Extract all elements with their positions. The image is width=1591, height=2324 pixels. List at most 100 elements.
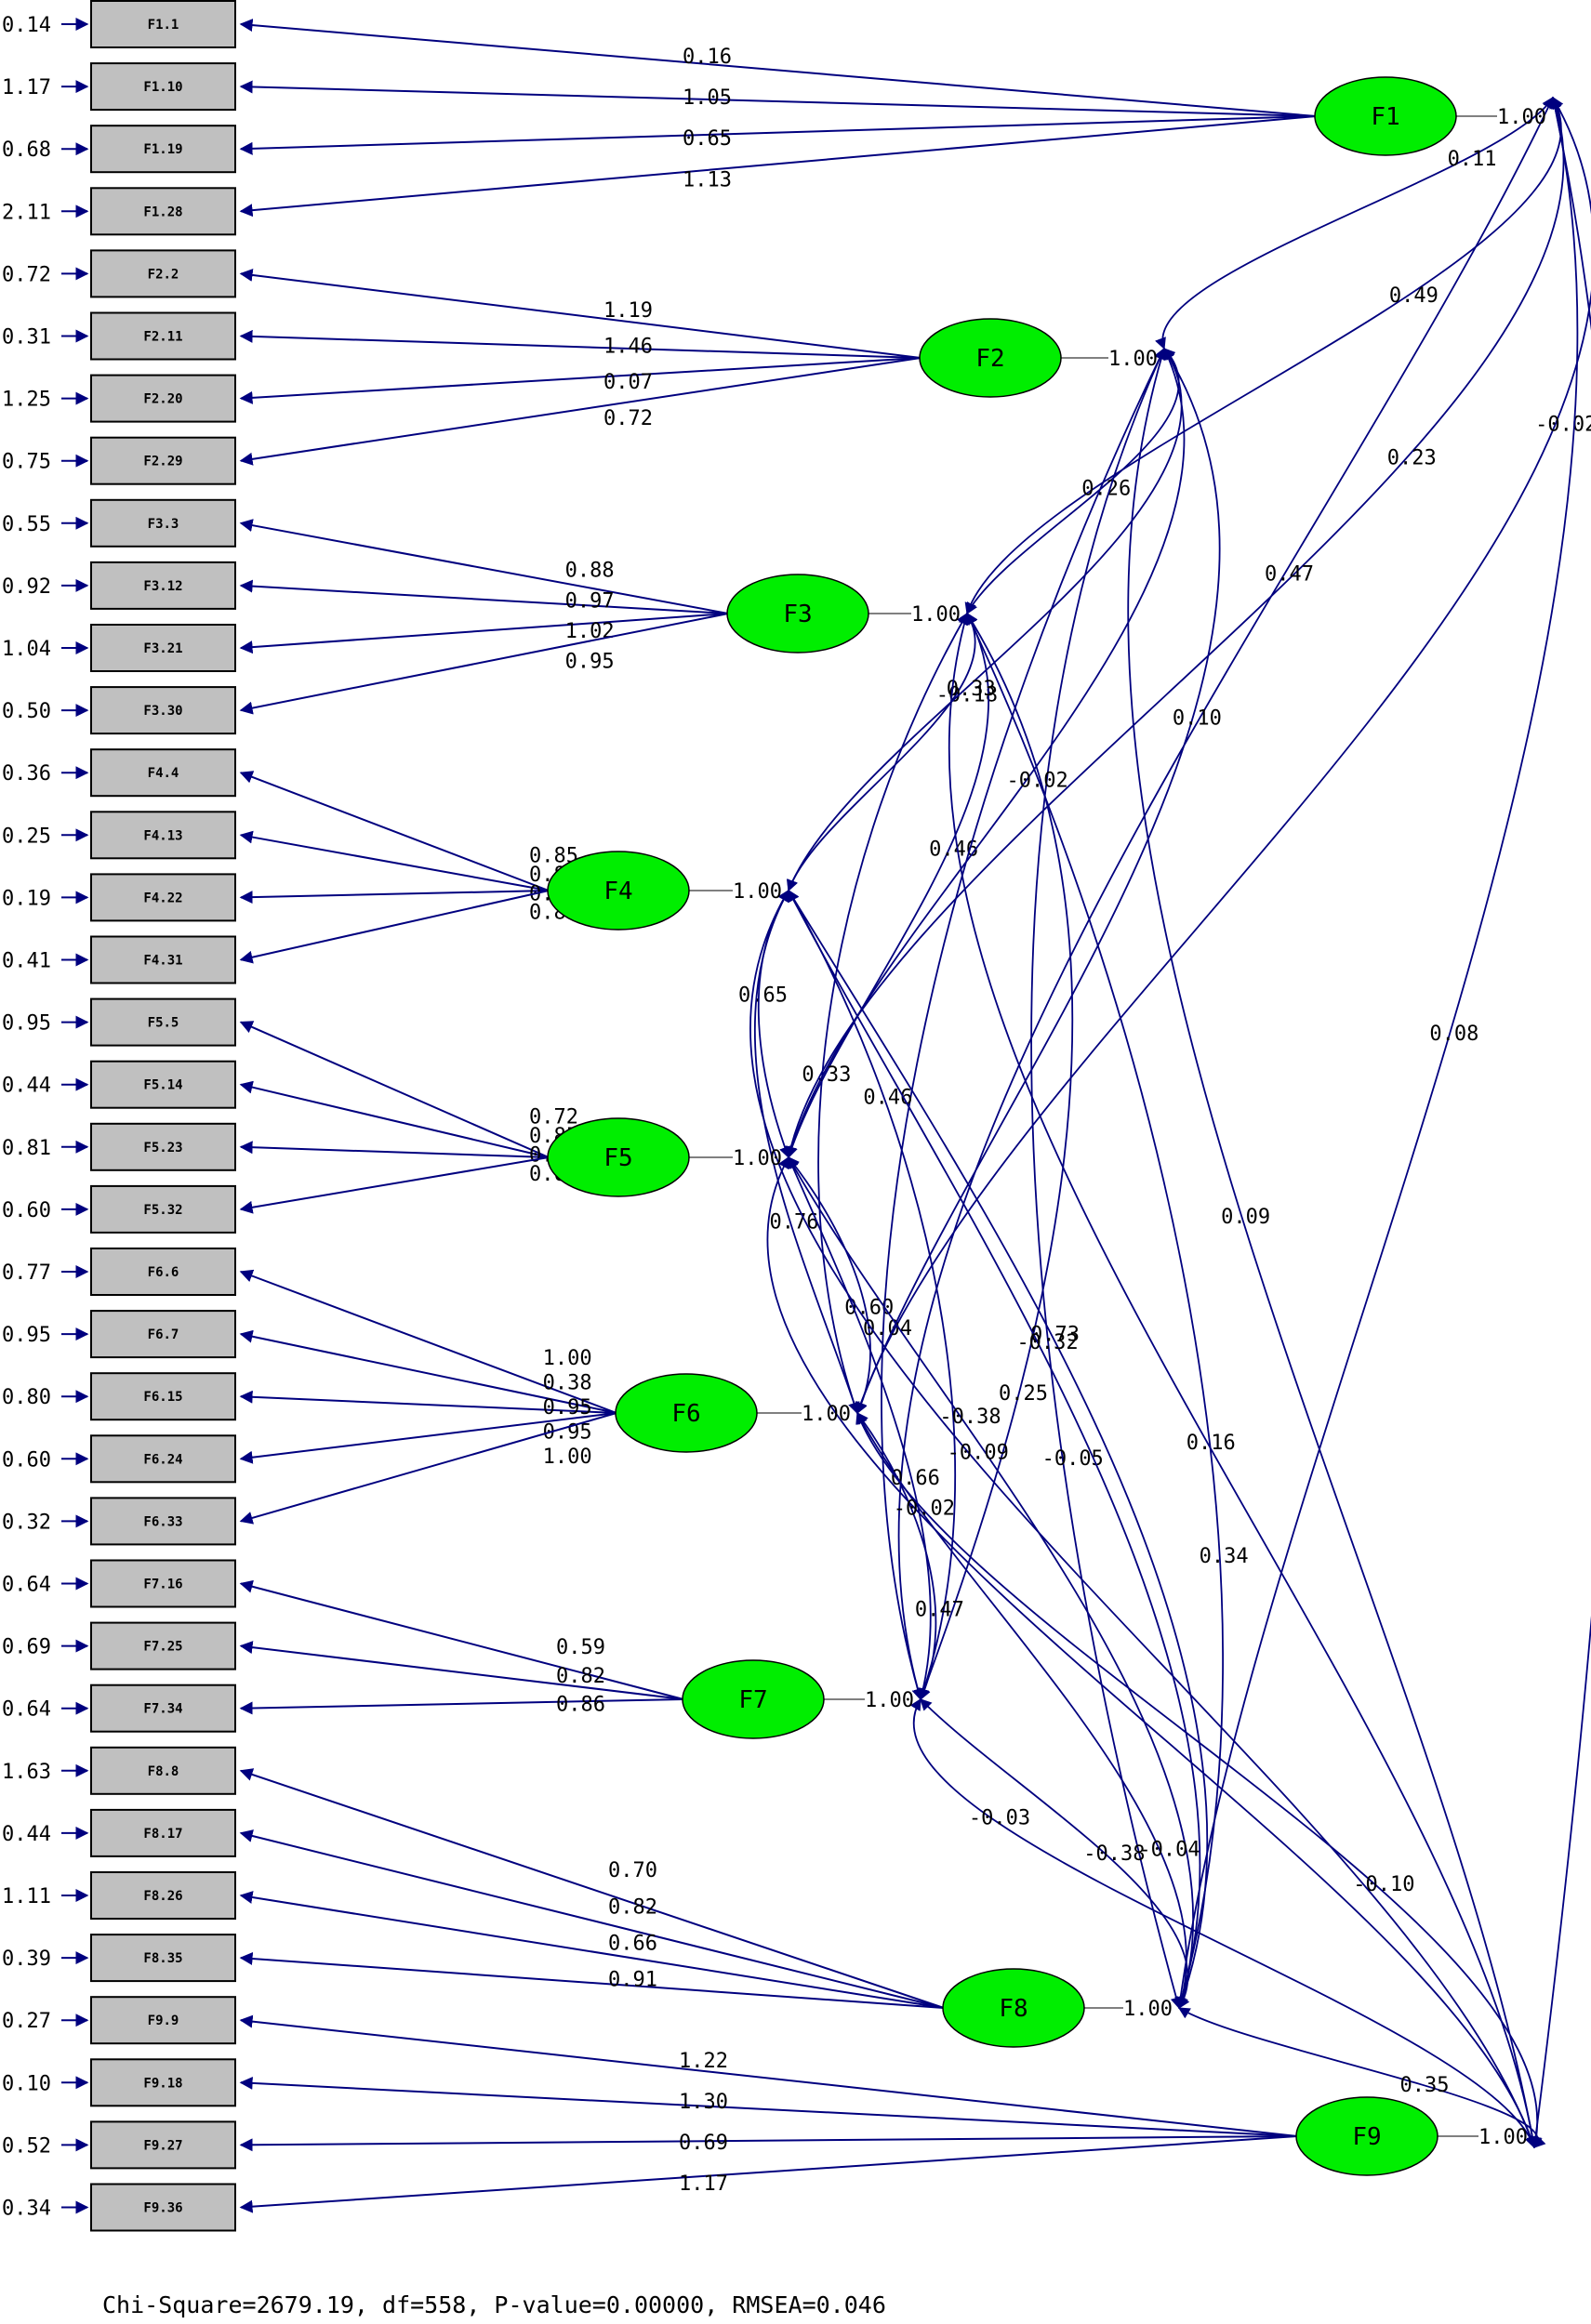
indicator-label: F3.3 xyxy=(148,517,179,532)
loading-value: 0.69 xyxy=(679,2132,728,2155)
loading-value: 0.72 xyxy=(603,407,653,430)
correlation-value: 0.46 xyxy=(929,838,978,862)
latent-factor xyxy=(1314,76,1457,156)
error-variance: 0.41 xyxy=(2,950,51,973)
loading-path xyxy=(239,1641,684,1700)
correlation-path xyxy=(788,1156,871,1415)
indicator-box xyxy=(90,935,236,984)
indicator-label: F6.7 xyxy=(148,1327,179,1342)
error-variance: 0.27 xyxy=(2,2010,51,2033)
latent-factor xyxy=(726,574,869,654)
correlation-value: 0.25 xyxy=(999,1382,1048,1406)
latent-factor-label: F2 xyxy=(975,345,1004,373)
error-variance: 0.80 xyxy=(2,1386,51,1409)
factor-variance: 1.00 xyxy=(1123,1998,1173,2021)
indicator-box xyxy=(90,1871,236,1920)
indicator-box xyxy=(90,811,236,860)
indicator-box xyxy=(90,1497,236,1546)
error-variance: 0.44 xyxy=(2,1075,51,1098)
latent-factor xyxy=(919,318,1062,398)
latent-factor xyxy=(547,851,690,931)
indicator-box xyxy=(90,311,236,361)
indicator-box xyxy=(90,1808,236,1857)
indicator-box xyxy=(90,624,236,672)
correlation-value: -0.32 xyxy=(1016,1331,1078,1354)
correlation-value: -0.02 xyxy=(1006,769,1067,792)
indicator-box xyxy=(90,748,236,798)
error-variance: 2.11 xyxy=(2,201,51,224)
loading-value: 1.17 xyxy=(679,2172,728,2196)
latent-factor xyxy=(615,1373,758,1453)
indicator-box xyxy=(90,436,236,485)
factor-variance: 1.00 xyxy=(733,880,782,904)
loading-value: 1.13 xyxy=(683,168,732,191)
error-variance: 0.72 xyxy=(2,263,51,286)
indicator-label: F5.14 xyxy=(143,1078,182,1093)
loading-value: 0.70 xyxy=(608,1859,657,1882)
loading-path xyxy=(239,830,550,891)
indicator-label: F6.6 xyxy=(148,1265,179,1280)
correlation-value: 0.47 xyxy=(1265,562,1314,586)
correlation-value: 0.11 xyxy=(1448,148,1497,171)
indicator-box xyxy=(90,125,236,174)
indicator-box xyxy=(90,1122,236,1171)
error-variance: 0.31 xyxy=(2,326,51,350)
factor-variance: 1.00 xyxy=(911,603,961,627)
indicator-box xyxy=(90,1559,236,1608)
indicator-label: F6.33 xyxy=(143,1514,182,1529)
correlation-path xyxy=(785,96,1565,1159)
loading-path xyxy=(239,1829,945,2009)
error-variance: 1.04 xyxy=(2,638,51,661)
error-variance: 0.39 xyxy=(2,1948,51,1971)
loading-value: 0.07 xyxy=(603,371,653,394)
loading-path xyxy=(239,1329,617,1414)
correlation-path xyxy=(817,612,968,1415)
indicator-box xyxy=(90,62,236,112)
indicator-label: F9.9 xyxy=(148,2014,179,2028)
indicator-label: F2.2 xyxy=(148,267,179,282)
correlation-value: -0.02 xyxy=(1535,414,1591,437)
loading-path xyxy=(239,329,921,359)
factor-variance: 1.00 xyxy=(733,1147,782,1170)
loading-path xyxy=(239,1891,945,2009)
correlation-value: 0.35 xyxy=(1399,2074,1449,2097)
factor-variance: 1.00 xyxy=(1108,348,1158,371)
loading-value: 0.82 xyxy=(556,1665,605,1688)
error-variance: 0.36 xyxy=(2,762,51,786)
fit-statistics: Chi-Square=2679.19, df=558, P-value=0.00… xyxy=(102,2291,886,2318)
error-variance: 0.68 xyxy=(2,139,51,162)
loading-value: 1.02 xyxy=(565,620,615,643)
indicator-label: F7.34 xyxy=(143,1702,182,1717)
indicator-box xyxy=(90,997,236,1047)
indicator-box xyxy=(90,1248,236,1296)
indicator-label: F4.4 xyxy=(148,766,179,781)
loading-path xyxy=(239,1141,550,1158)
error-variance: 1.17 xyxy=(2,76,51,99)
indicator-label: F1.28 xyxy=(143,205,182,219)
indicator-label: F9.36 xyxy=(143,2201,182,2216)
loading-path xyxy=(239,1080,550,1158)
correlation-path xyxy=(948,612,1539,2149)
error-variance: 0.81 xyxy=(2,1137,51,1160)
correlation-value: 0.08 xyxy=(1429,1023,1478,1046)
indicator-box xyxy=(90,2058,236,2107)
loading-path xyxy=(239,1952,945,2009)
error-variance: 0.64 xyxy=(2,1698,51,1722)
loading-value: 0.72 xyxy=(529,1106,578,1129)
indicator-box xyxy=(90,1746,236,1795)
indicator-box xyxy=(90,2183,236,2232)
loading-path xyxy=(239,1698,684,1715)
loading-path xyxy=(239,890,550,964)
correlation-path xyxy=(1127,347,1539,2149)
loading-path xyxy=(239,1156,550,1214)
indicator-label: F8.8 xyxy=(148,1764,179,1779)
correlation-path xyxy=(1174,96,1579,2010)
loading-path xyxy=(239,613,729,654)
loading-value: 1.30 xyxy=(679,2091,728,2114)
loading-path xyxy=(239,2076,1298,2137)
loading-path xyxy=(239,1412,617,1525)
error-variance: 0.60 xyxy=(2,1448,51,1472)
loading-value: 0.65 xyxy=(683,127,732,151)
indicator-box xyxy=(90,561,236,610)
